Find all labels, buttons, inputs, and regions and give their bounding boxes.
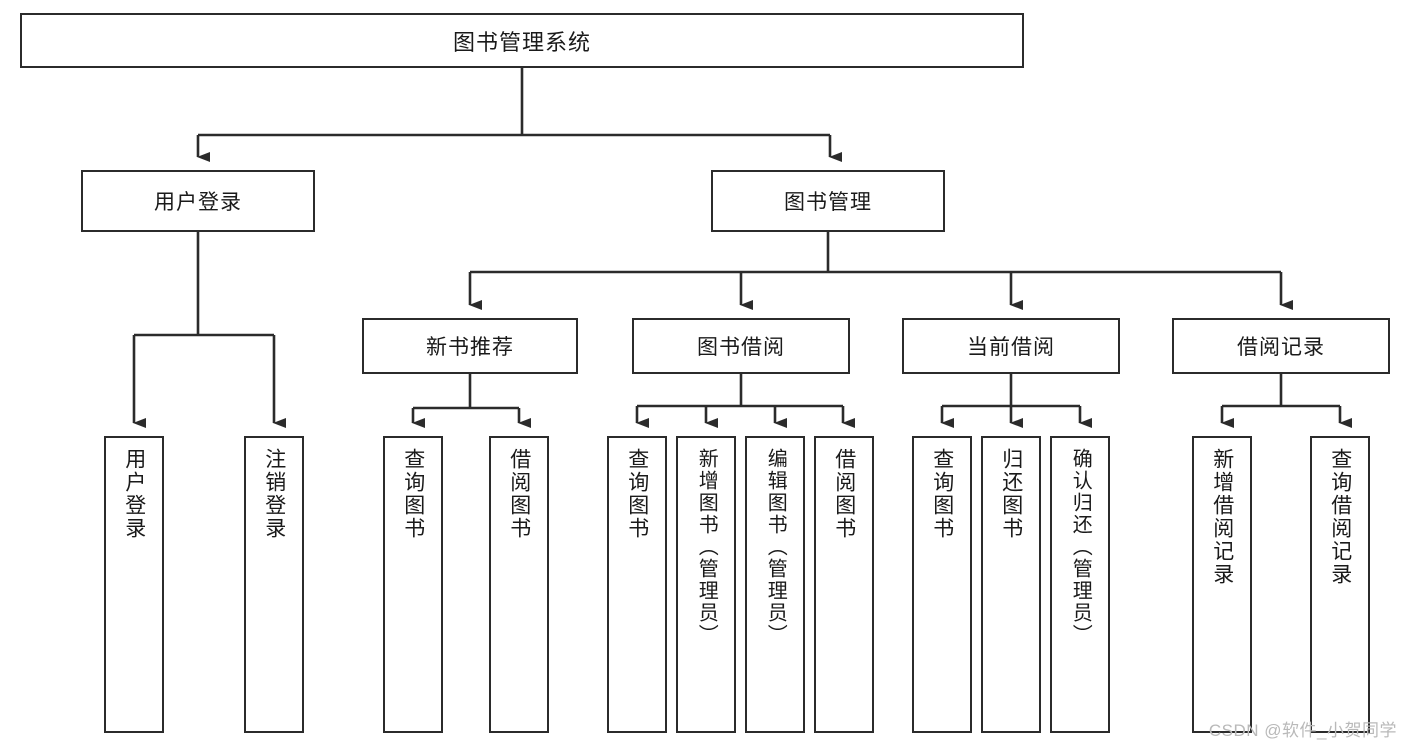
node-book-management[interactable]: 图书管理 (711, 170, 945, 232)
leaf-label: 新增借阅记录 (1210, 448, 1234, 586)
leaf-label: 查询借阅记录 (1328, 448, 1352, 586)
node-new-book-recommend[interactable]: 新书推荐 (362, 318, 578, 374)
leaf-label: 注销登录 (262, 448, 286, 540)
leaf-label: 查询图书 (401, 448, 425, 540)
leaf-current-query-book[interactable]: 查询图书 (912, 436, 972, 733)
leaf-borrow-borrow-book[interactable]: 借阅图书 (814, 436, 874, 733)
leaf-borrow-add-book[interactable]: 新增图书（管理员） (676, 436, 736, 733)
leaf-label: 归还图书 (999, 448, 1023, 540)
leaf-label: 查询图书 (625, 448, 649, 540)
node-book-borrow[interactable]: 图书借阅 (632, 318, 850, 374)
leaf-user-login-signin[interactable]: 用户登录 (104, 436, 164, 733)
leaf-label: 用户登录 (122, 448, 146, 540)
leaf-record-add-record[interactable]: 新增借阅记录 (1192, 436, 1252, 733)
leaf-label: 查询图书 (930, 448, 954, 540)
leaf-record-query-record[interactable]: 查询借阅记录 (1310, 436, 1370, 733)
leaf-label: 新增图书（管理员） (695, 448, 718, 646)
leaf-recommend-query-book[interactable]: 查询图书 (383, 436, 443, 733)
csdn-watermark: CSDN @软件_小贺同学 (1208, 721, 1397, 740)
leaf-label: 确认归还（管理员） (1069, 448, 1092, 646)
node-current-borrow[interactable]: 当前借阅 (902, 318, 1120, 374)
leaf-recommend-borrow-book[interactable]: 借阅图书 (489, 436, 549, 733)
node-root-system[interactable]: 图书管理系统 (20, 13, 1024, 68)
leaf-label: 借阅图书 (832, 448, 856, 540)
leaf-current-return-book[interactable]: 归还图书 (981, 436, 1041, 733)
node-user-login[interactable]: 用户登录 (81, 170, 315, 232)
leaf-borrow-edit-book[interactable]: 编辑图书（管理员） (745, 436, 805, 733)
leaf-borrow-query-book[interactable]: 查询图书 (607, 436, 667, 733)
leaf-label: 借阅图书 (507, 448, 531, 540)
leaf-current-confirm-return[interactable]: 确认归还（管理员） (1050, 436, 1110, 733)
leaf-user-login-signout[interactable]: 注销登录 (244, 436, 304, 733)
node-borrow-record[interactable]: 借阅记录 (1172, 318, 1390, 374)
leaf-label: 编辑图书（管理员） (764, 448, 787, 646)
